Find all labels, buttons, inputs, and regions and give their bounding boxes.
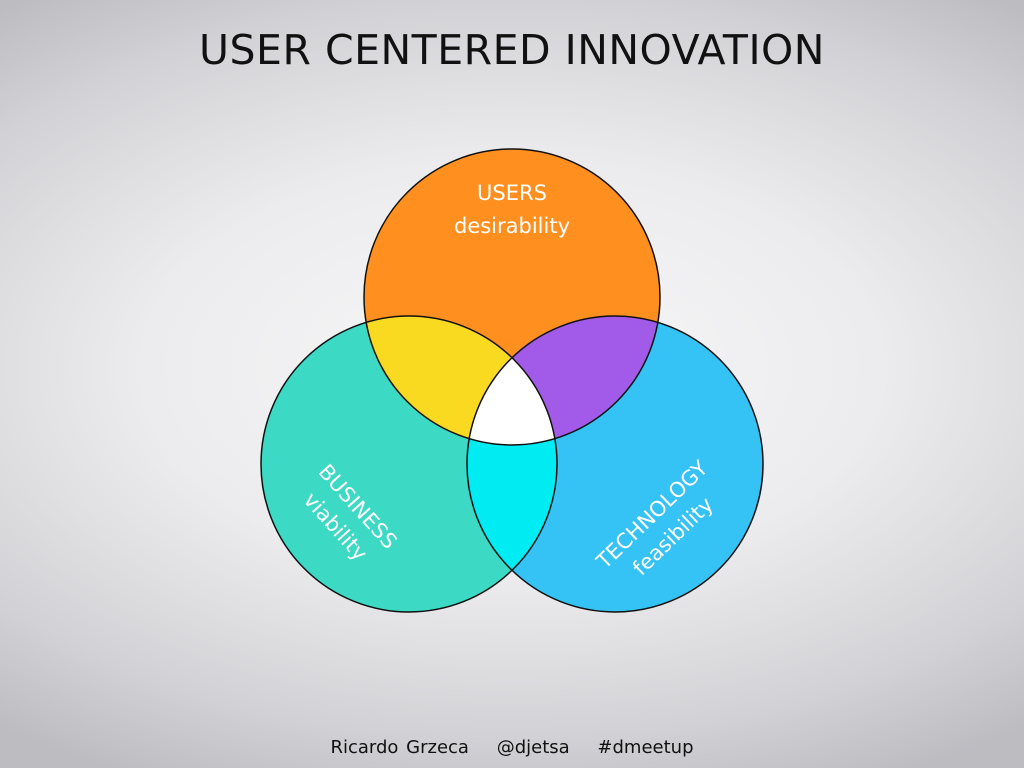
users-outline (363, 148, 661, 446)
users-subheading: desirability (454, 214, 570, 238)
business-outline (260, 315, 558, 613)
technology-outline (466, 315, 764, 613)
users-label: USERS desirability (454, 181, 570, 238)
twitter-handle: @djetsa (496, 737, 570, 758)
author-name: Ricardo Grzeca (330, 737, 469, 758)
users-business-overlap (364, 316, 557, 445)
users-heading: USERS (477, 181, 547, 205)
slide-footer: Ricardo Grzeca @djetsa #dmeetup (0, 737, 1024, 758)
users-technology-overlap (467, 316, 660, 445)
slide-title: USER CENTERED INNOVATION (199, 26, 825, 74)
event-hashtag: #dmeetup (597, 737, 694, 758)
